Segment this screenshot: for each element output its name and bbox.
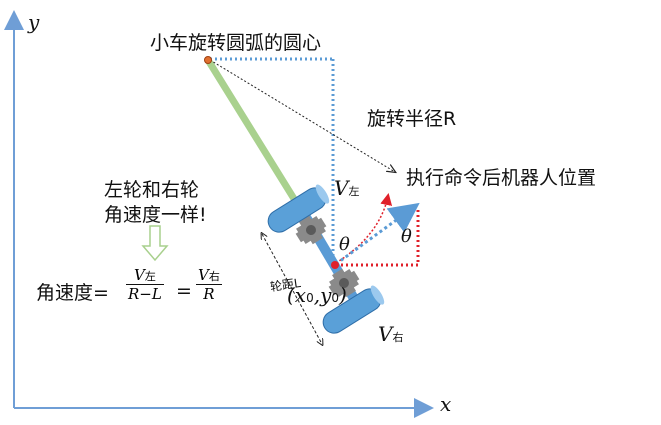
same-speed-line2: 角速度一样!: [104, 204, 207, 226]
robot-center-point: [331, 261, 339, 269]
same-speed-line1: 左轮和右轮: [104, 179, 200, 201]
y-axis-label: y: [28, 10, 40, 34]
formula-equals: =: [176, 280, 192, 302]
right-wheel: [322, 285, 385, 334]
formula-fraction-2: V右 R: [196, 266, 222, 303]
fraction-1-numerator: V左: [126, 266, 164, 285]
x-axis-label: x: [440, 392, 452, 416]
v-right-label: V右: [378, 322, 404, 346]
radius-label: 旋转半径R: [367, 108, 457, 130]
target-pointer-line: [209, 59, 395, 172]
target-label: 执行命令后机器人位置: [406, 167, 597, 189]
v-left-label: V左: [334, 176, 360, 200]
fraction-2-numerator: V右: [196, 266, 222, 285]
hollow-down-arrow: [141, 225, 169, 262]
formula-lhs: 角速度=: [36, 282, 109, 304]
left-wheel: [267, 184, 330, 233]
center-label: 小车旋转圆弧的圆心: [150, 32, 322, 54]
formula-fraction-1: V左 R−L: [126, 266, 164, 303]
robot-position-label: (x0,y0): [287, 283, 347, 307]
lower-gear-icon: [328, 268, 360, 298]
theta-right-label: θ: [401, 226, 412, 247]
robot: [267, 184, 385, 334]
rotation-center-point: [204, 56, 212, 64]
wheel-base-arrow: [262, 234, 322, 344]
fraction-1-denominator: R−L: [128, 285, 162, 303]
theta-left-label: θ: [339, 234, 350, 255]
fraction-2-denominator: R: [203, 285, 215, 303]
